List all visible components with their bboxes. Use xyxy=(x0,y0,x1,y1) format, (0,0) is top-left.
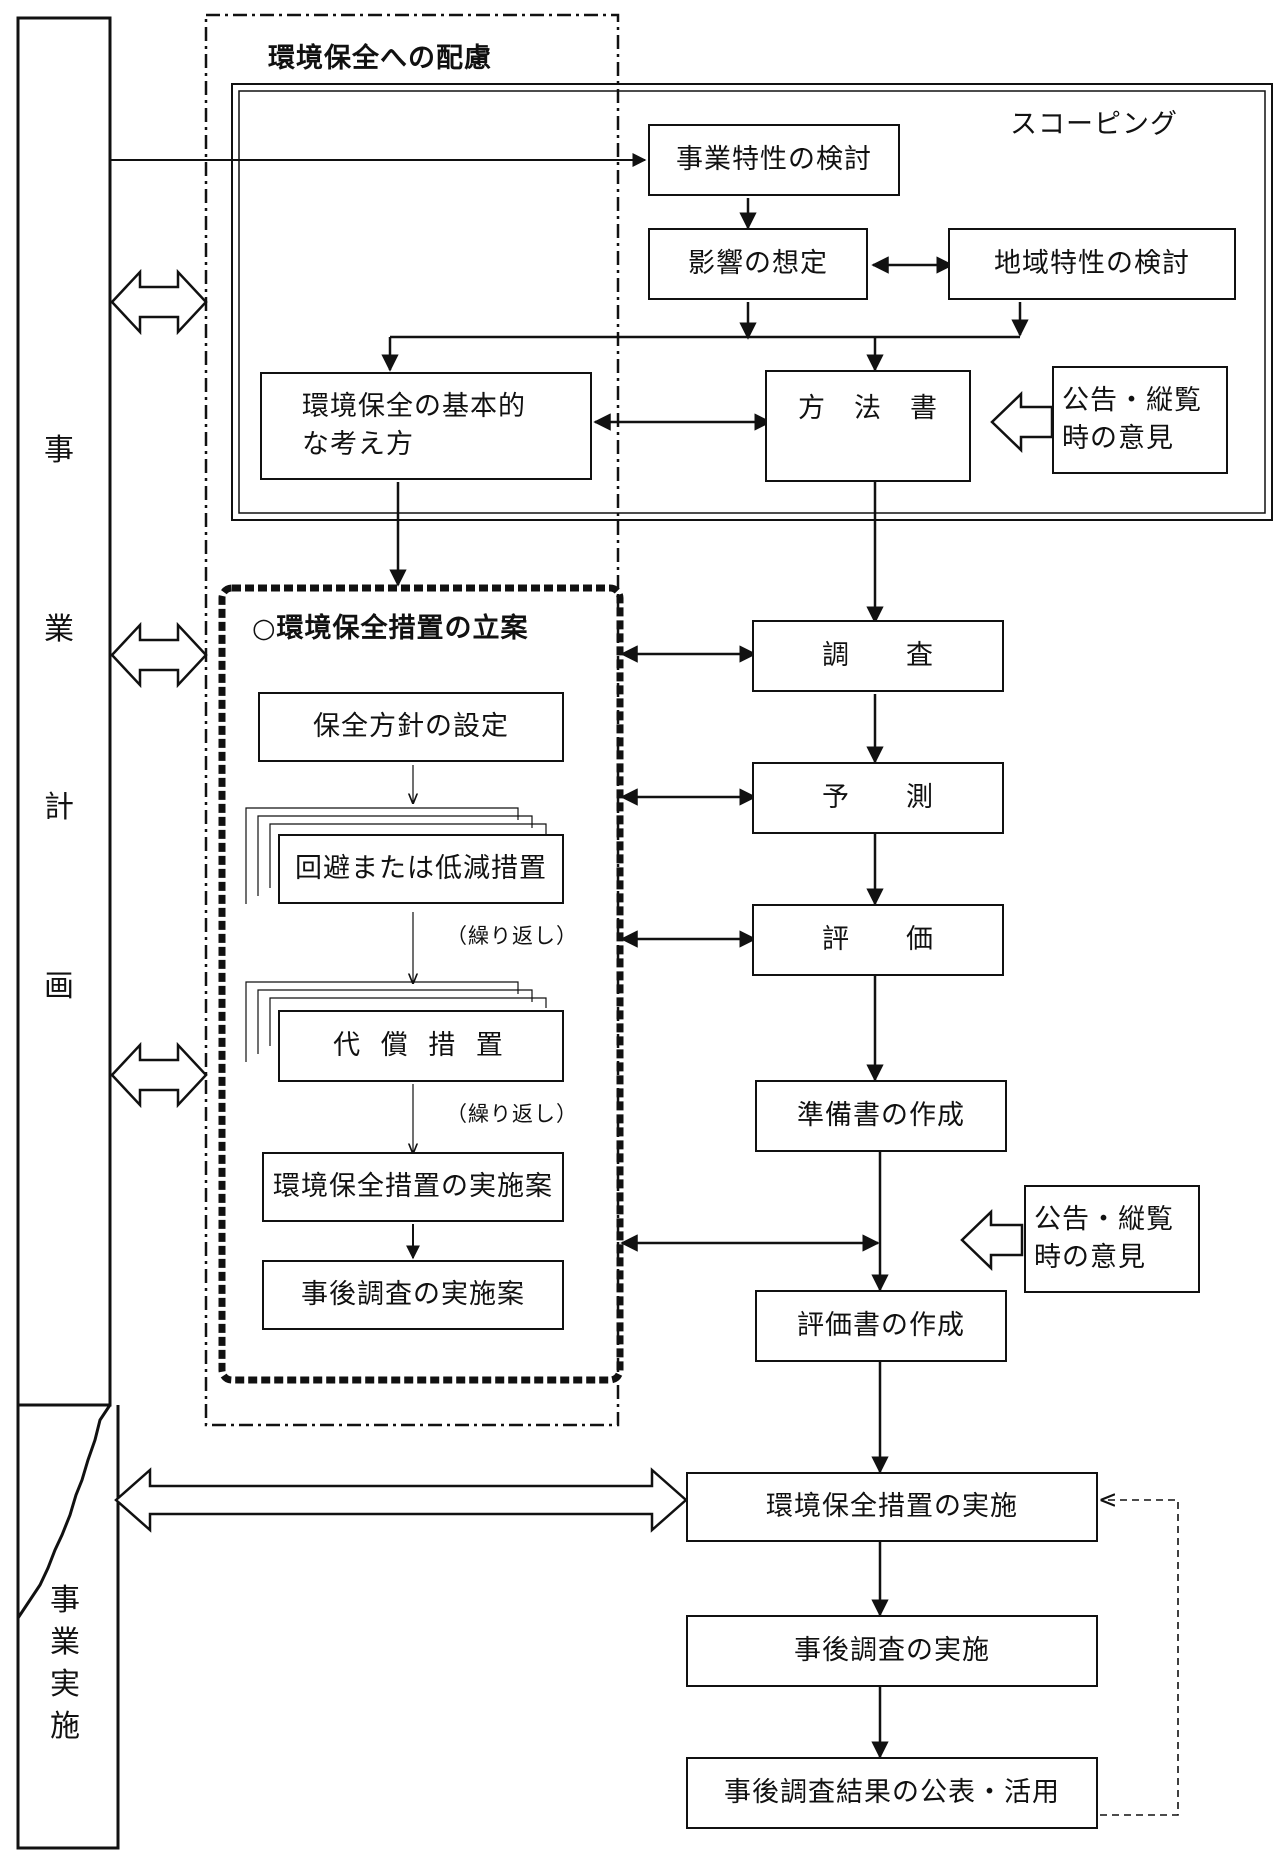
policy-box: 保全方針の設定 xyxy=(258,692,564,762)
double-arrow-1 xyxy=(110,268,208,336)
plan-char-1: 事 xyxy=(44,433,74,468)
opinion-arrow-1 xyxy=(990,391,1054,453)
plan-char-2: 業 xyxy=(44,611,74,647)
basic-approach-line1: 環境保全の基本的 xyxy=(302,391,526,422)
double-arrow-3 xyxy=(110,1041,208,1109)
forecast-box: 予 測 xyxy=(752,762,1004,834)
publish-results-box: 事後調査結果の公表・活用 xyxy=(686,1757,1098,1829)
impact-assumption-box: 影響の想定 xyxy=(648,228,868,300)
opinion-arrow-2 xyxy=(960,1209,1024,1271)
consideration-title: 環境保全への配慮 xyxy=(268,43,492,74)
scoping-label: スコーピング xyxy=(1010,109,1178,140)
plan-char-3: 計 xyxy=(44,790,74,826)
avoid-stack xyxy=(245,807,547,904)
regional-characteristics-box: 地域特性の検討 xyxy=(948,228,1236,300)
measures-heading: ○環境保全措置の立案 xyxy=(252,613,529,644)
plan-char-4: 画 xyxy=(44,968,74,1004)
opinion-2-line1: 公告・縦覧 xyxy=(1034,1204,1174,1235)
repeat-label-1: （繰り返し） xyxy=(446,924,578,948)
measures-frame xyxy=(218,584,624,1384)
scoping-frame-inner xyxy=(238,90,1266,514)
business-plan-bar xyxy=(16,16,120,1850)
method-document-box: 方 法 書 xyxy=(765,370,971,482)
opinion-1-line1: 公告・縦覧 xyxy=(1062,385,1202,416)
measure-plan-box: 環境保全措置の実施案 xyxy=(262,1152,564,1222)
implement-measures-box: 環境保全措置の実施 xyxy=(686,1472,1098,1542)
method-document-label: 方 法 書 xyxy=(798,393,938,424)
compensation-stack xyxy=(245,981,547,1062)
double-arrow-long xyxy=(114,1467,688,1533)
avoid-reduce-box: 回避または低減措置 xyxy=(278,834,564,904)
double-arrow-2 xyxy=(110,621,208,689)
basic-approach-line2: な考え方 xyxy=(302,429,414,460)
impl-char-2: 業 xyxy=(50,1625,80,1660)
post-survey-plan-box: 事後調査の実施案 xyxy=(262,1260,564,1330)
impl-char-3: 実 xyxy=(50,1667,80,1702)
opinion-2-line2: 時の意見 xyxy=(1034,1242,1146,1273)
survey-box: 調 査 xyxy=(752,620,1004,692)
business-characteristics-box: 事業特性の検討 xyxy=(648,124,900,196)
business-plan-label: 事 業 計 画 xyxy=(44,425,74,1005)
opinion-1-line2: 時の意見 xyxy=(1062,423,1174,454)
business-implementation-label: 事 業 実 施 xyxy=(50,1580,80,1748)
repeat-label-2: （繰り返し） xyxy=(446,1102,578,1126)
draft-document-box: 準備書の作成 xyxy=(755,1080,1007,1152)
compensation-box: 代 償 措 置 xyxy=(278,1010,564,1082)
post-survey-box: 事後調査の実施 xyxy=(686,1615,1098,1687)
impl-char-1: 事 xyxy=(50,1583,80,1618)
basic-approach-box: 環境保全の基本的 な考え方 xyxy=(260,372,592,480)
opinion-box-1: 公告・縦覧 時の意見 xyxy=(1052,366,1228,474)
impl-char-4: 施 xyxy=(50,1709,80,1744)
evaluation-box: 評 価 xyxy=(752,904,1004,976)
feedback-loop xyxy=(1100,1500,1179,1816)
opinion-box-2: 公告・縦覧 時の意見 xyxy=(1024,1185,1200,1293)
final-document-box: 評価書の作成 xyxy=(755,1290,1007,1362)
scoping-frame-outer xyxy=(231,83,1273,521)
